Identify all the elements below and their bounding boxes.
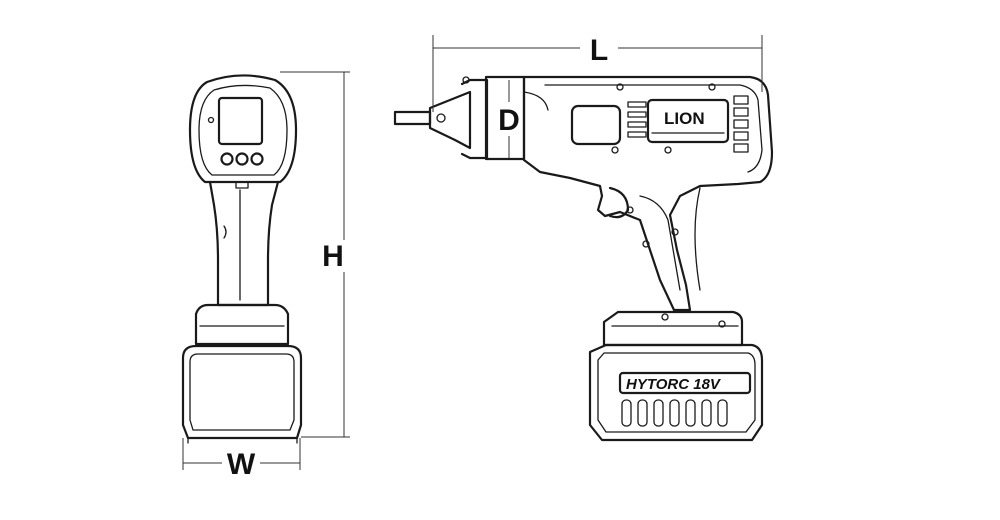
control-button	[235, 152, 249, 166]
control-button	[220, 152, 234, 166]
trigger	[608, 186, 630, 219]
length-label: L	[590, 34, 608, 67]
side-window	[570, 104, 622, 146]
control-button	[250, 152, 264, 166]
front-view	[181, 74, 303, 444]
battery	[588, 343, 764, 442]
height-label: H	[322, 240, 344, 273]
display-screen	[217, 96, 264, 146]
brand-badge	[646, 98, 730, 144]
battery-label: HYTORC 18V	[626, 376, 722, 393]
diameter-label: D	[498, 104, 520, 137]
battery-ribs	[621, 399, 728, 427]
height-dimension: H	[280, 71, 350, 438]
length-dimension: L	[432, 34, 763, 112]
battery-label-plate	[618, 371, 752, 395]
width-dimension: W	[182, 438, 301, 481]
side-view: LION HYTORC 18V	[393, 75, 774, 442]
diameter-dimension: D	[498, 80, 520, 158]
rear-vents	[733, 95, 749, 153]
width-label: W	[227, 448, 256, 481]
brand-logo: LION	[664, 109, 705, 128]
side-vents	[627, 101, 647, 138]
